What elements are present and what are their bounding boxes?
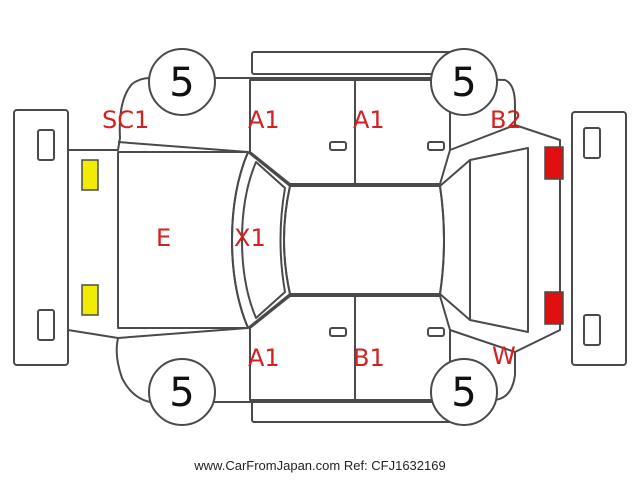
rear-right-tire [430, 358, 498, 426]
rear-left-light [544, 146, 564, 180]
tire-value-front-right: 5 [169, 370, 194, 416]
windshield-inner [241, 161, 286, 319]
tire-value-rear-right: 5 [451, 370, 476, 416]
damage-code-right-rear-quarter: W [492, 342, 516, 370]
front-left-light [81, 159, 99, 191]
hood-panel [117, 151, 249, 329]
front-right-light [81, 284, 99, 316]
door-handle [329, 327, 347, 337]
damage-code-left-rear-door: A1 [353, 106, 385, 134]
roof-panel [283, 185, 445, 295]
damage-code-right-rear-door: B1 [353, 344, 385, 372]
rear-right-light [544, 291, 564, 325]
left-side-roof-strip [251, 51, 453, 75]
damage-code-right-front-door: A1 [248, 344, 280, 372]
tire-value-rear-left: 5 [451, 60, 476, 106]
front-right-tire [148, 358, 216, 426]
watermark-text: www.CarFromJapan.com Ref: CFJ1632169 [194, 458, 446, 473]
damage-code-hood: E [156, 224, 171, 252]
right-side-roof-strip [251, 399, 453, 423]
left-front-door [249, 79, 356, 185]
rear-bumper [571, 111, 627, 366]
door-handle [427, 141, 445, 151]
front-left-tire [148, 48, 216, 116]
car-body-outline [67, 77, 561, 403]
tire-value-front-left: 5 [169, 60, 194, 106]
damage-code-front-left-fender: SC1 [102, 106, 149, 134]
right-rear-quarter [449, 329, 516, 353]
damage-code-left-rear-quarter: B2 [490, 106, 522, 134]
tailgate-panel [469, 147, 529, 333]
rear-left-tire [430, 48, 498, 116]
right-front-fender [117, 327, 249, 339]
left-rear-quarter [449, 124, 516, 151]
damage-code-left-front-door: A1 [248, 106, 280, 134]
right-front-door [249, 295, 356, 401]
damage-code-windshield: X1 [234, 224, 266, 252]
door-handle [427, 327, 445, 337]
rear-window-panel [439, 159, 471, 321]
front-bumper [13, 109, 69, 366]
left-front-fender [117, 141, 249, 153]
door-handle [329, 141, 347, 151]
